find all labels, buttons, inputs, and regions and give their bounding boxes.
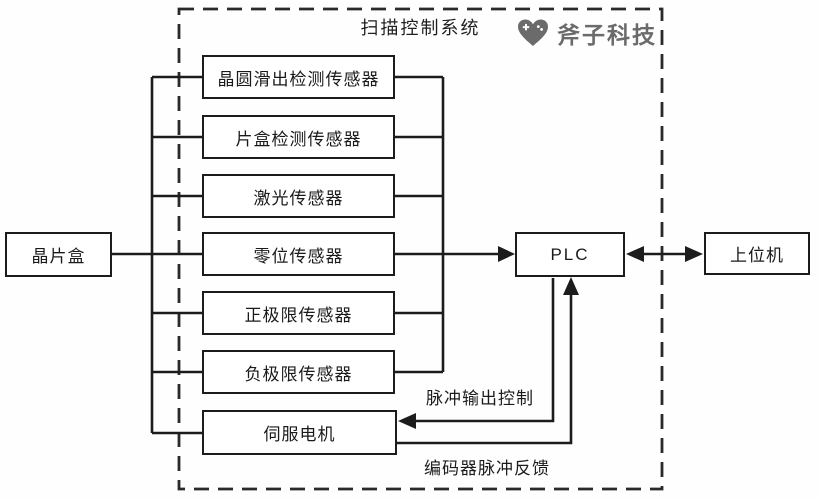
encoder-feedback-label: 编码器脉冲反馈	[424, 459, 550, 478]
sensor-node-negative-limit: 负极限传感器	[202, 350, 395, 394]
system-boundary-frame	[177, 7, 664, 491]
sensor-node-zero-position: 零位传感器	[202, 232, 395, 276]
sensor-node-positive-limit: 正极限传感器	[202, 291, 395, 335]
host-computer-node: 上位机	[704, 232, 810, 275]
arrowhead-into-plc-right-icon	[626, 246, 644, 262]
arrowhead-into-plc-left-icon	[498, 246, 515, 262]
diagram-title: 扫描控制系统	[360, 18, 481, 38]
plc-node: PLC	[515, 232, 625, 277]
wafer-box-node: 晶片盒	[5, 232, 112, 277]
sensor-label: 零位传感器	[253, 246, 344, 266]
arrowhead-into-host-icon	[685, 246, 703, 262]
sensor-node-wafer-slideout: 晶圆滑出检测传感器	[202, 55, 395, 99]
sensor-label: 负极限传感器	[244, 364, 353, 384]
sensor-node-cassette-detect: 片盒检测传感器	[202, 115, 395, 159]
host-computer-label: 上位机	[730, 246, 784, 265]
arrowhead-into-servo-icon	[398, 413, 416, 429]
pulse-output-label: 脉冲输出控制	[426, 389, 534, 408]
servo-motor-label: 伺服电机	[263, 425, 336, 444]
arrowhead-into-plc-bottom-icon	[563, 277, 579, 295]
sensor-label: 片盒检测传感器	[235, 129, 362, 149]
sensor-label: 晶圆滑出检测传感器	[217, 69, 380, 89]
brand-logo: 斧子科技	[516, 16, 657, 50]
sensor-node-laser: 激光传感器	[202, 174, 395, 218]
wafer-box-label: 晶片盒	[31, 247, 86, 266]
axe-heart-logo-icon	[518, 19, 548, 46]
sensor-label: 激光传感器	[253, 188, 344, 208]
servo-motor-node: 伺服电机	[202, 410, 397, 455]
sensor-label: 正极限传感器	[244, 305, 353, 325]
pulse-output-line	[414, 278, 555, 423]
right-sensor-bus-line	[395, 75, 445, 374]
plc-label: PLC	[550, 244, 590, 264]
brand-name: 斧子科技	[557, 22, 657, 48]
encoder-feedback-line	[397, 294, 573, 445]
left-sensor-bus-line	[112, 75, 203, 435]
